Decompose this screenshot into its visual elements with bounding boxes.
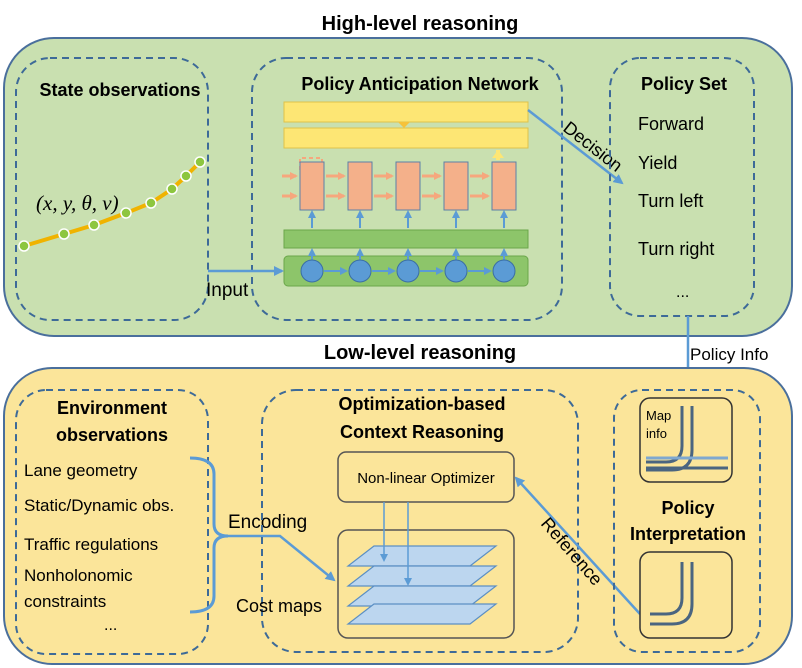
yellow-layer-second <box>283 127 529 149</box>
encoding-label: Encoding <box>228 512 307 533</box>
input-node-5 <box>492 259 516 283</box>
policy-set-title: Policy Set <box>641 74 727 94</box>
map-info-line1: Map <box>646 408 671 423</box>
policy-item-ellipsis: ... <box>676 284 689 301</box>
pan-title: Policy Anticipation Network <box>301 74 539 94</box>
pan-network-graphic <box>282 101 529 287</box>
reference-arrow <box>514 476 641 615</box>
state-observations-box <box>15 57 209 321</box>
env-item-nonholonomic: Nonholonomic <box>24 566 133 585</box>
input-node-4 <box>444 259 468 283</box>
rnn-cell-1 <box>299 161 325 211</box>
rnn-cell-4 <box>443 161 469 211</box>
environment-observations-box <box>15 389 209 655</box>
env-item-ellipsis: ... <box>104 617 117 634</box>
policy-anticipation-network-box <box>251 57 563 321</box>
policy-interpretation-line2: Interpretation <box>630 524 746 544</box>
env-item-traffic-regulations: Traffic regulations <box>24 535 158 554</box>
interpreted-path-icon <box>639 551 733 639</box>
map-info-line2: info <box>646 426 667 441</box>
green-layer <box>283 229 529 249</box>
map-info-icon <box>639 397 733 483</box>
state-formula: (x, y, θ, v) <box>36 191 119 215</box>
policy-interpretation-line1: Policy <box>661 498 714 518</box>
env-title-line1: Environment <box>57 398 167 418</box>
cost-maps-label: Cost maps <box>236 596 322 616</box>
env-title-line2: observations <box>56 425 168 445</box>
env-item-static-dynamic: Static/Dynamic obs. <box>24 496 174 515</box>
policy-set-box <box>609 57 755 317</box>
rnn-cell-2 <box>347 161 373 211</box>
input-node-2 <box>348 259 372 283</box>
non-linear-optimizer-label: Non-linear Optimizer <box>357 470 495 487</box>
non-linear-optimizer-box <box>337 451 515 503</box>
cost-map-layers <box>346 545 498 625</box>
policy-item-turn-left: Turn left <box>638 191 703 211</box>
input-label: Input <box>206 280 249 301</box>
optimization-box <box>261 389 579 653</box>
policy-info-label: Policy Info <box>690 345 768 364</box>
state-observations-title: State observations <box>39 80 200 100</box>
trajectory-icon <box>18 156 206 252</box>
high-level-title: High-level reasoning <box>322 13 519 35</box>
yellow-layer-top <box>283 101 529 123</box>
policy-item-forward: Forward <box>638 114 704 134</box>
input-node-3 <box>396 259 420 283</box>
low-level-panel <box>3 367 793 665</box>
env-item-lane-geometry: Lane geometry <box>24 461 138 480</box>
rnn-cell-5 <box>491 161 517 211</box>
encoding-arrow <box>228 534 336 582</box>
rnn-cell-3 <box>395 161 421 211</box>
opt-title-line2: Context Reasoning <box>340 422 504 442</box>
opt-title-line1: Optimization-based <box>338 394 505 414</box>
decision-arrow <box>527 109 624 185</box>
low-level-title: Low-level reasoning <box>324 342 516 364</box>
input-node-1 <box>300 259 324 283</box>
policy-item-turn-right: Turn right <box>638 239 714 259</box>
env-item-constraints: constraints <box>24 592 106 611</box>
policy-item-yield: Yield <box>638 153 677 173</box>
